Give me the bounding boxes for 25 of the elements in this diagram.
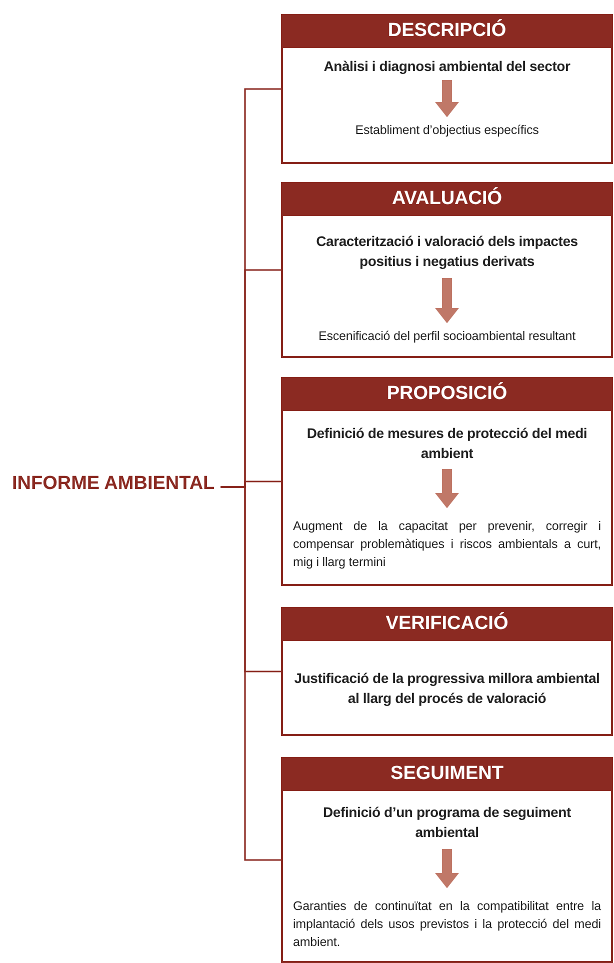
section-header: SEGUIMENT [281, 757, 613, 791]
section-header: VERIFICACIÓ [281, 607, 613, 641]
section-panel [281, 14, 613, 164]
step-heading: Justificació de la progressiva millora ambiental al llarg del procés de valoració [293, 669, 601, 708]
section-panel [281, 182, 613, 358]
connector-line [220, 486, 281, 861]
step-description: Garanties de continuïtat en la compatibilitat entre la implantació dels usos previstos i la protecció del medi ambient. [293, 898, 601, 952]
section-panel [281, 377, 613, 586]
main-title: INFORME AMBIENTAL [12, 473, 215, 495]
arrow [435, 469, 459, 508]
step-description: Establiment d’objectius específics [354, 122, 540, 139]
section-header: DESCRIPCIÓ [281, 14, 613, 48]
step-heading: Definició de mesures de protecció del medi ambient [306, 424, 588, 463]
section-header: PROPOSICIÓ [281, 377, 613, 411]
step-description: Escenificació del perfil socioambiental resultant [317, 328, 577, 345]
arrow [435, 849, 459, 888]
section-panel [281, 607, 613, 736]
step-heading: Definició d’un programa de seguiment ambiental [322, 803, 572, 842]
section-header: AVALUACIÓ [281, 182, 613, 216]
step-heading: Caracterització i valoració dels impactes positius i negatius derivats [315, 232, 579, 271]
step-description: Augment de la capacitat per prevenir, corregir i compensar problemàtiques i riscos ambientals a curt, mig i llarg termini [293, 518, 601, 572]
arrow [435, 80, 459, 118]
step-heading: Anàlisi i diagnosi ambiental del sector [322, 57, 572, 76]
section-panel [281, 757, 613, 963]
arrow [435, 278, 459, 324]
